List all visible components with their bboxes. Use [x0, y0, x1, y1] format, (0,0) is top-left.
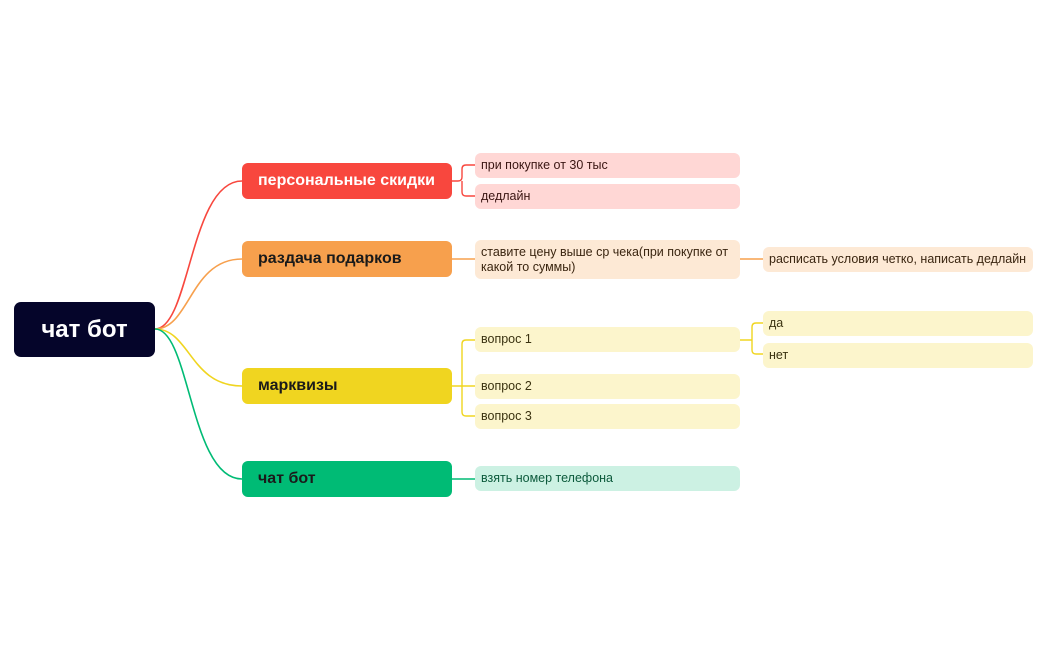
subnode-label: взять номер телефона [481, 471, 613, 485]
branch-chat-bot[interactable]: чат бот [242, 461, 452, 497]
subnode-conditions-deadline[interactable]: расписать условия четко, написать дедлай… [763, 247, 1033, 272]
link-root-chatbot [154, 328, 243, 480]
subnode-question-2[interactable]: вопрос 2 [475, 374, 740, 399]
root-node[interactable]: чат бот [14, 302, 155, 357]
link-skidki-children [452, 164, 475, 197]
subnode-question-3[interactable]: вопрос 3 [475, 404, 740, 429]
branch-marquiz[interactable]: марквизы [242, 368, 452, 404]
subnode-label: вопрос 3 [481, 409, 532, 423]
branch-label: персональные скидки [258, 172, 435, 189]
branch-label: раздача подарков [258, 250, 402, 267]
subnode-question-1[interactable]: вопрос 1 [475, 327, 740, 352]
link-root-skidki [154, 180, 243, 330]
subnode-label: расписать условия четко, написать дедлай… [769, 252, 1027, 266]
subnode-yes[interactable]: да [763, 311, 1033, 336]
subnode-price-above-avg[interactable]: ставите цену выше ср чека(при покупке от… [475, 240, 740, 279]
link-vopros1-children [740, 322, 763, 355]
subnode-label: ставите цену выше ср чека(при покупке от… [481, 244, 729, 274]
subnode-label: да [769, 316, 784, 330]
link-markvizy-children [452, 339, 475, 417]
root-label: чат бот [41, 315, 128, 343]
subnode-deadline[interactable]: дедлайн [475, 184, 740, 209]
subnode-label: при покупке от 30 тыс [481, 158, 608, 172]
subnode-label: вопрос 2 [481, 379, 532, 393]
subnode-no[interactable]: нет [763, 343, 1033, 368]
subnode-phone-number[interactable]: взять номер телефона [475, 466, 740, 491]
subnode-purchase-30k[interactable]: при покупке от 30 тыс [475, 153, 740, 178]
branch-label: чат бот [258, 470, 316, 487]
branch-label: марквизы [258, 377, 338, 394]
link-root-markvizy [154, 328, 243, 387]
subnode-label: вопрос 1 [481, 332, 532, 346]
subnode-label: дедлайн [481, 189, 531, 203]
link-root-podarki [154, 258, 243, 330]
branch-personal-discounts[interactable]: персональные скидки [242, 163, 452, 199]
branch-gifts[interactable]: раздача подарков [242, 241, 452, 277]
subnode-label: нет [769, 348, 789, 362]
